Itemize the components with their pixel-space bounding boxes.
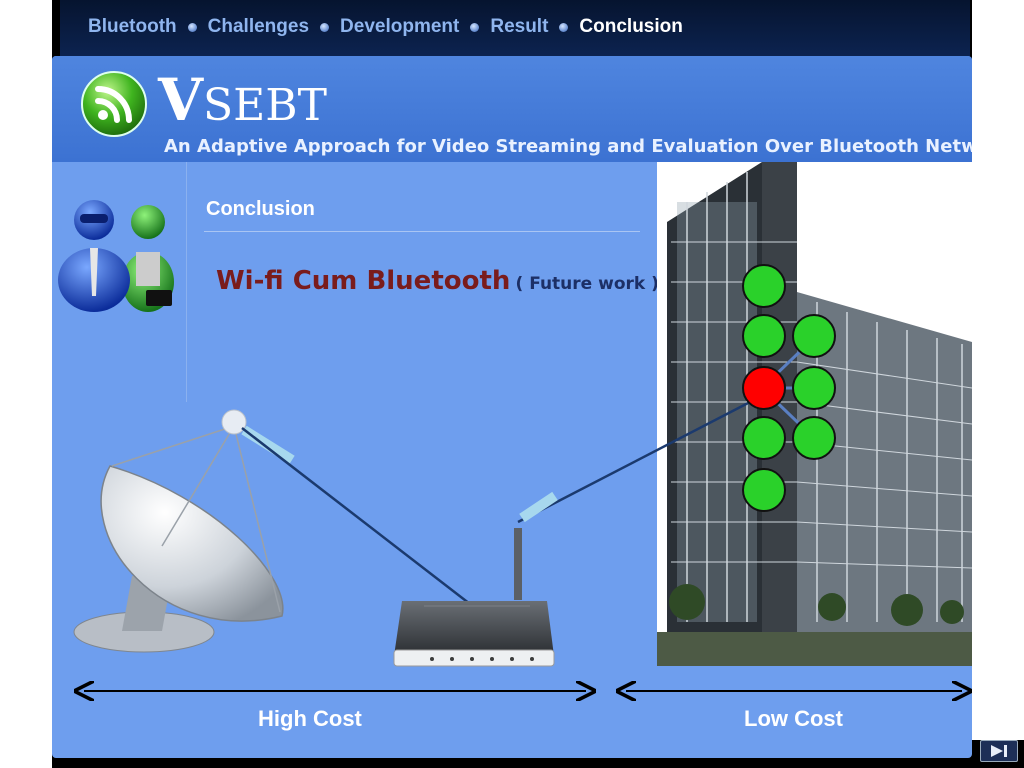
- network-node: [792, 416, 836, 460]
- next-slide-button[interactable]: [980, 740, 1018, 762]
- heading-note: ( Future work ): [515, 274, 659, 294]
- network-node-active: [742, 366, 786, 410]
- heading-main: Wi-fi Cum Bluetooth: [216, 266, 511, 296]
- network-node: [792, 366, 836, 410]
- rss-logo-icon: [81, 71, 147, 137]
- users-icon: [58, 200, 174, 312]
- nav-item-result[interactable]: Result: [490, 16, 549, 37]
- divider-vertical: [186, 162, 187, 402]
- nav-item-conclusion[interactable]: Conclusion: [579, 16, 683, 37]
- satellite-dish-icon: [73, 409, 295, 653]
- nav-item-development[interactable]: Development: [340, 16, 460, 37]
- slide: VSEBT An Adaptive Approach for Video Str…: [52, 56, 972, 758]
- skip-next-icon: [991, 745, 1007, 757]
- nav-bullet-icon: [320, 22, 330, 32]
- network-node: [742, 416, 786, 460]
- slide-heading: Wi-fi Cum Bluetooth ( Future work ): [216, 266, 659, 296]
- nav-bullet-icon: [187, 22, 197, 32]
- nav-bullet-icon: [470, 22, 480, 32]
- app-subtitle: An Adaptive Approach for Video Streaming…: [164, 136, 972, 157]
- network-node: [742, 264, 786, 308]
- app-title-initial: V: [158, 66, 204, 134]
- nav-item-challenges[interactable]: Challenges: [207, 16, 310, 37]
- network-node: [792, 314, 836, 358]
- section-title: Conclusion: [206, 198, 315, 220]
- network-nodes: [742, 264, 836, 512]
- nav-bullet-icon: [559, 22, 569, 32]
- top-nav: Bluetooth Challenges Development Result …: [88, 16, 683, 38]
- app-title-rest: SEBT: [203, 80, 327, 131]
- low-cost-label: Low Cost: [744, 706, 843, 731]
- right-margin: [972, 0, 1024, 740]
- top-nav-bar: [60, 0, 970, 56]
- network-diagram: [73, 264, 972, 758]
- section-rule: [204, 231, 640, 232]
- router-icon: [393, 528, 555, 667]
- app-title: VSEBT: [158, 66, 327, 134]
- left-margin: [0, 0, 52, 768]
- high-cost-label: High Cost: [258, 706, 362, 731]
- header-band: [52, 56, 972, 162]
- network-node: [742, 468, 786, 512]
- network-node: [742, 314, 786, 358]
- nav-item-bluetooth[interactable]: Bluetooth: [88, 16, 177, 37]
